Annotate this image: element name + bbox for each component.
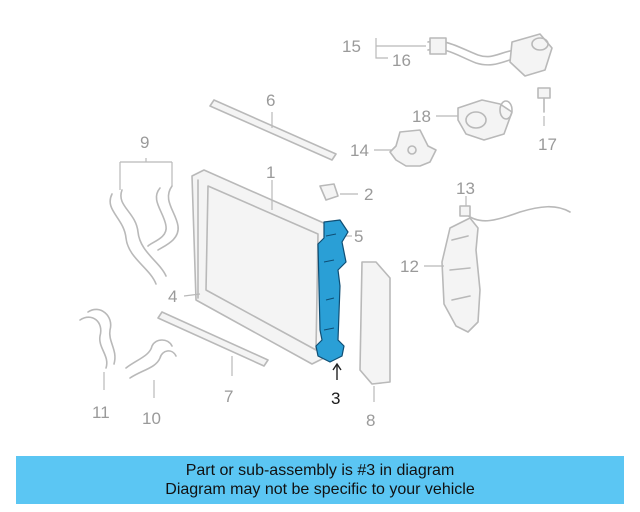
- callout-15: 15: [342, 37, 361, 56]
- hose-part-11: [79, 308, 116, 369]
- upper-seal-part-6: [209, 99, 337, 161]
- reservoir-hose-part-13: [459, 205, 571, 222]
- callout-16: 16: [392, 51, 411, 70]
- callout-1: 1: [266, 163, 275, 182]
- callout-14: 14: [350, 141, 369, 160]
- clip-part-2: [319, 183, 339, 201]
- callout-12: 12: [400, 257, 419, 276]
- callout-7: 7: [224, 387, 233, 406]
- upper-hose-part-15: [427, 33, 553, 77]
- hose-part-10: [125, 339, 177, 379]
- callout-5: 5: [354, 227, 363, 246]
- hoses-part-9: [109, 185, 179, 285]
- callout-3: 3: [331, 389, 340, 408]
- panel-part-8: [359, 261, 391, 385]
- callout-9: 9: [140, 133, 149, 152]
- thermostat-housing-part-18: [457, 99, 513, 141]
- callout-6: 6: [266, 91, 275, 110]
- callout-8: 8: [366, 411, 375, 430]
- coolant-reservoir-part-12: [441, 217, 481, 333]
- radiator-part-1: [191, 169, 327, 365]
- callout-11: 11: [92, 403, 110, 422]
- callout-18: 18: [412, 107, 431, 126]
- pressure-cap-part-14: [389, 129, 437, 167]
- banner-line-2: Diagram may not be specific to your vehi…: [165, 481, 475, 498]
- callout-17: 17: [538, 135, 557, 154]
- callout-4: 4: [168, 287, 177, 306]
- callout-10: 10: [142, 409, 161, 428]
- side-bracket-part-3-highlighted: [315, 219, 349, 363]
- lower-seal-part-7: [157, 311, 269, 367]
- callout-13: 13: [456, 179, 475, 198]
- parts-diagram: 15 16 18 17 14 6 9 1: [79, 33, 571, 430]
- callout-2: 2: [364, 185, 373, 204]
- info-banner: Part or sub-assembly is #3 in diagram Di…: [16, 456, 624, 504]
- bolt-part-17: [537, 87, 551, 113]
- banner-line-1: Part or sub-assembly is #3 in diagram: [185, 462, 455, 479]
